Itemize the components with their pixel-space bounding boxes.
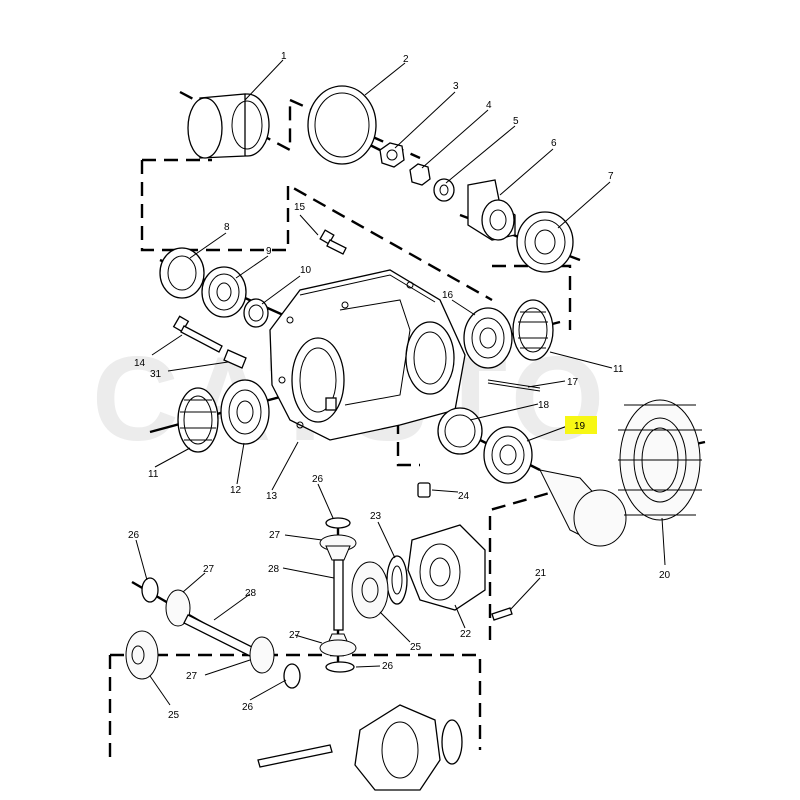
part-15-bolt[interactable] — [319, 229, 347, 255]
callout-10[interactable]: 10 — [300, 265, 312, 276]
callout-28-left[interactable]: 28 — [245, 588, 257, 599]
part-10-cup[interactable] — [243, 298, 269, 328]
callout-9[interactable]: 9 — [266, 246, 272, 257]
callout-25-right[interactable]: 25 — [410, 642, 422, 653]
callout-5[interactable]: 5 — [513, 116, 519, 127]
callout-24[interactable]: 24 — [458, 491, 470, 502]
callout-16[interactable]: 16 — [442, 290, 454, 301]
part-16-bearing[interactable] — [463, 307, 513, 369]
callout-11-lower[interactable]: 11 — [148, 469, 159, 480]
callout-11-upper[interactable]: 11 — [613, 364, 624, 375]
part-25-side-gear-right[interactable] — [351, 561, 389, 619]
part-28-cross-shaft[interactable] — [333, 559, 344, 631]
part-11-adjuster-lower[interactable] — [177, 387, 219, 453]
callout-19[interactable]: 19 — [574, 421, 586, 432]
callout-21[interactable]: 21 — [535, 568, 547, 579]
callout-7[interactable]: 7 — [608, 171, 614, 182]
part-2-ring[interactable] — [307, 85, 377, 165]
callout-17[interactable]: 17 — [567, 377, 579, 388]
part-5-washer[interactable] — [433, 178, 455, 202]
part-26-thrust-washer-top[interactable] — [325, 517, 351, 529]
callout-19-highlight — [565, 416, 597, 434]
part-23-washer[interactable] — [386, 555, 408, 605]
callout-12[interactable]: 12 — [230, 485, 242, 496]
part-1-bearing-cup[interactable] — [187, 93, 270, 159]
callout-27-left-top[interactable]: 27 — [203, 564, 215, 575]
part-27-pinion-gear-top[interactable] — [319, 534, 357, 561]
part-8-seal[interactable] — [159, 247, 205, 299]
part-22-diff-case[interactable] — [407, 524, 486, 611]
callout-15[interactable]: 15 — [294, 202, 306, 213]
part-11-adjuster-upper[interactable] — [512, 299, 554, 361]
callout-26-left-top[interactable]: 26 — [128, 530, 140, 541]
part-26-washer-left-top[interactable] — [141, 577, 159, 603]
part-31-dowel[interactable] — [223, 349, 247, 369]
callout-23[interactable]: 23 — [370, 511, 382, 522]
part-26-thrust-washer-bottom[interactable] — [325, 661, 355, 673]
callout-2[interactable]: 2 — [403, 54, 409, 65]
callout-6[interactable]: 6 — [551, 138, 557, 149]
callout-labels: 1 2 3 4 5 6 7 8 9 10 14 31 15 16 11 17 1… — [128, 51, 671, 721]
part-7-seal[interactable] — [516, 211, 574, 273]
callout-27-bottom[interactable]: 27 — [289, 630, 301, 641]
callout-18[interactable]: 18 — [538, 400, 550, 411]
part-21-pin[interactable] — [491, 607, 513, 621]
part-27-pinion-gear-bottom[interactable] — [319, 633, 357, 657]
callout-28-center[interactable]: 28 — [268, 564, 280, 575]
callout-1[interactable]: 1 — [281, 51, 287, 62]
callout-26-left-bottom[interactable]: 26 — [242, 702, 254, 713]
callout-27-left-bottom[interactable]: 27 — [186, 671, 198, 682]
part-24-plug[interactable] — [417, 482, 431, 498]
part-25-side-gear-left[interactable] — [125, 630, 159, 680]
leader-lines — [135, 59, 666, 706]
part-26-washer-left-bottom[interactable] — [283, 663, 301, 689]
callout-26-bottom[interactable]: 26 — [382, 661, 394, 672]
part-9-bearing[interactable] — [201, 266, 247, 318]
part-13-carrier-housing[interactable] — [269, 269, 466, 441]
part-14-bolt[interactable] — [172, 315, 223, 353]
callout-26-top[interactable]: 26 — [312, 474, 324, 485]
callout-31[interactable]: 31 — [150, 369, 162, 380]
part-6-flange[interactable] — [467, 179, 516, 241]
callout-4[interactable]: 4 — [486, 100, 492, 111]
part-18-shim[interactable] — [437, 407, 483, 455]
callout-13[interactable]: 13 — [266, 491, 278, 502]
bottom-partial-assembly — [257, 704, 463, 791]
callout-20[interactable]: 20 — [659, 570, 671, 581]
part-20-ring-gear[interactable] — [539, 399, 702, 547]
part-4-nut[interactable] — [409, 163, 431, 186]
part-28-shaft-left[interactable] — [183, 614, 259, 659]
callout-8[interactable]: 8 — [224, 222, 230, 233]
callout-3[interactable]: 3 — [453, 81, 459, 92]
part-12-bearing[interactable] — [220, 379, 270, 445]
part-3-nut[interactable] — [379, 142, 405, 168]
callout-27-top[interactable]: 27 — [269, 530, 281, 541]
part-27-gear-left-top[interactable] — [165, 589, 191, 627]
part-27-gear-left-bottom[interactable] — [249, 636, 275, 674]
callout-25-left[interactable]: 25 — [168, 710, 180, 721]
callout-22[interactable]: 22 — [460, 629, 472, 640]
part-19-bearing[interactable] — [483, 426, 533, 484]
callout-14[interactable]: 14 — [134, 358, 146, 369]
